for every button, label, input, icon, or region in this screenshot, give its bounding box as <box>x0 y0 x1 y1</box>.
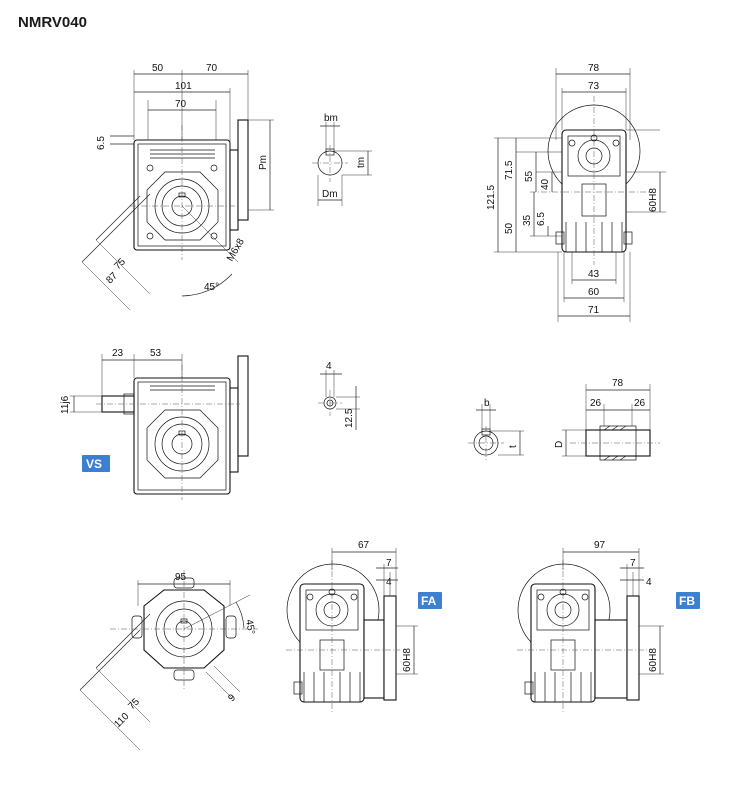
dim-45deg-flange: 45° <box>243 619 256 636</box>
dim-43: 43 <box>588 269 600 280</box>
dim-78: 78 <box>588 63 600 74</box>
dim-73: 73 <box>588 81 600 92</box>
dim-26-left: 26 <box>590 398 602 409</box>
dim-87: 87 <box>104 270 120 286</box>
fb-badge: FB <box>679 594 695 608</box>
dim-78-shaft: 78 <box>612 378 624 389</box>
dim-6-5: 6.5 <box>96 136 107 150</box>
dim-4-fa: 4 <box>386 577 392 588</box>
dim-pm: Pm <box>258 155 269 170</box>
output-shaft-view: 78 26 26 D <box>554 378 660 461</box>
dim-101: 101 <box>175 81 192 92</box>
key-section-view: 4 12.5 <box>318 361 360 430</box>
dim-d-shaft: D <box>554 441 565 448</box>
dim-53: 53 <box>150 348 162 359</box>
dim-9: 9 <box>226 692 238 704</box>
fa-badge: FA <box>421 594 437 608</box>
dim-45deg: 45° <box>204 282 219 293</box>
dim-35: 35 <box>522 214 533 226</box>
dim-97: 97 <box>594 540 606 551</box>
flange-view: 95 45° 75 110 9 <box>79 570 258 751</box>
hollow-shaft-view: b t <box>468 398 524 460</box>
dim-11j6: 11j6 <box>60 395 71 414</box>
dim-121-5: 121.5 <box>486 185 497 210</box>
dim-60h8-fb: 60H8 <box>648 648 659 672</box>
dim-dm: Dm <box>322 189 338 200</box>
vs-badge: VS <box>86 457 102 471</box>
dim-7-fb: 7 <box>630 558 636 569</box>
dim-40: 40 <box>540 178 551 190</box>
dim-110: 110 <box>112 711 131 730</box>
dim-6-5-side: 6.5 <box>536 212 547 226</box>
dim-23: 23 <box>112 348 124 359</box>
dim-95: 95 <box>175 572 187 583</box>
dim-12-5: 12.5 <box>344 408 355 428</box>
dim-71: 71 <box>588 305 600 316</box>
dim-50: 50 <box>152 63 164 74</box>
dim-70-inner: 70 <box>175 99 187 110</box>
dim-50-side: 50 <box>504 222 515 234</box>
dim-4-key: 4 <box>326 361 332 372</box>
dim-60h8-fa: 60H8 <box>402 648 413 672</box>
dim-71-5: 71.5 <box>504 160 515 180</box>
dim-67: 67 <box>358 540 370 551</box>
page-title: NMRV040 <box>18 14 87 31</box>
dim-75-flange: 75 <box>126 696 142 712</box>
shaft-section-view: bm tm Dm <box>312 113 372 206</box>
dim-tm: tm <box>356 157 367 168</box>
dim-7-fa: 7 <box>386 558 392 569</box>
side-view: 78 73 121.5 71.5 55 40 50 35 6.5 60H8 <box>486 63 666 322</box>
fb-view: 97 7 4 60H8 FB <box>517 540 700 714</box>
dim-bm: bm <box>324 113 338 124</box>
front-view: 50 70 101 70 6.5 Pm 75 87 45° M6x8 <box>81 63 274 311</box>
dim-4-fb: 4 <box>646 577 652 588</box>
dim-b: b <box>484 398 490 409</box>
dim-26-right: 26 <box>634 398 646 409</box>
dim-t: t <box>508 445 519 448</box>
dim-55: 55 <box>524 170 535 182</box>
dim-60h8-side: 60H8 <box>648 188 659 212</box>
dim-60: 60 <box>588 287 600 298</box>
vs-view: 23 53 11j6 VS <box>60 348 249 500</box>
dim-70-top: 70 <box>206 63 218 74</box>
fa-view: 67 7 4 60H8 FA <box>286 540 442 714</box>
